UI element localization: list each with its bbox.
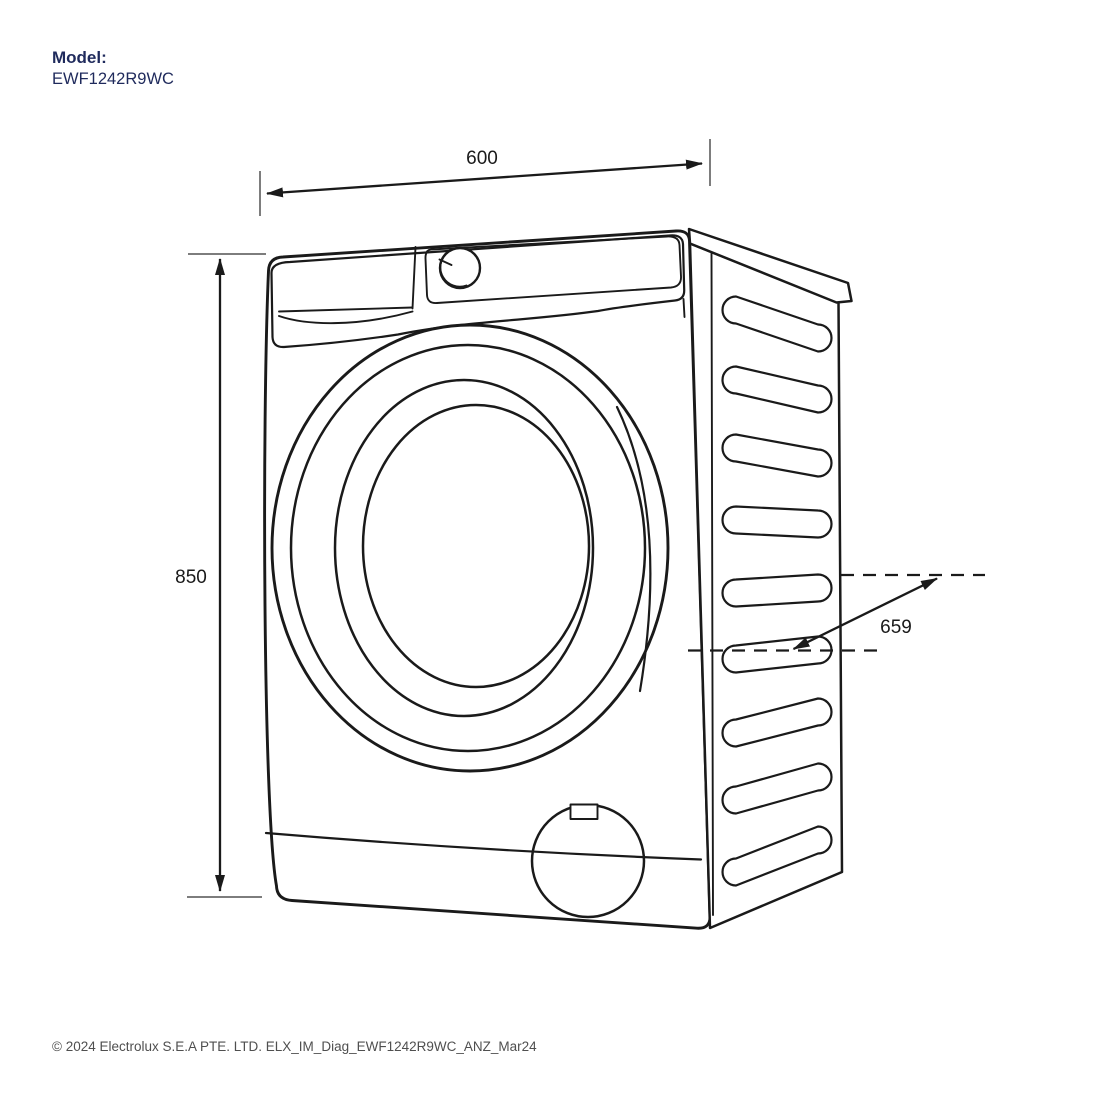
door-frame-ring [289, 343, 647, 753]
width-arrow [266, 159, 703, 198]
washing-machine-drawing [263, 227, 853, 930]
kickplate-line [264, 831, 703, 861]
door-outer-ring [270, 323, 670, 773]
knob-highlight [439, 251, 468, 288]
depth-value: 659 [880, 617, 912, 638]
door [270, 323, 670, 773]
depth-dimension: 659 [688, 573, 985, 652]
height-dimension: 850 [175, 253, 266, 898]
top-panel-edge [687, 227, 853, 304]
drawer-bottom-line [278, 306, 414, 313]
copyright-footer: © 2024 Electrolux S.E.A PTE. LTD. ELX_IM… [52, 1039, 537, 1054]
model-label: Model: [52, 48, 107, 67]
model-header: Model: EWF1242R9WC [52, 48, 174, 88]
panel-display-recess [424, 235, 682, 304]
door-rim-ring [333, 378, 595, 718]
height-value: 850 [175, 567, 207, 588]
drain-door-latch [569, 803, 599, 820]
door-edge-contour [615, 405, 652, 693]
drum-window [361, 403, 591, 689]
knob-indicator [438, 258, 453, 266]
control-knob [438, 246, 482, 290]
drawer-divider [411, 246, 417, 310]
model-number: EWF1242R9WC [52, 70, 174, 88]
side-vents [721, 295, 833, 887]
width-dimension: 600 [259, 139, 711, 216]
width-value: 600 [466, 148, 498, 169]
control-panel-right-hook [682, 298, 686, 318]
side-front-crease [710, 251, 714, 916]
drawer-handle-recess [278, 310, 414, 325]
depth-arrow [792, 577, 938, 651]
